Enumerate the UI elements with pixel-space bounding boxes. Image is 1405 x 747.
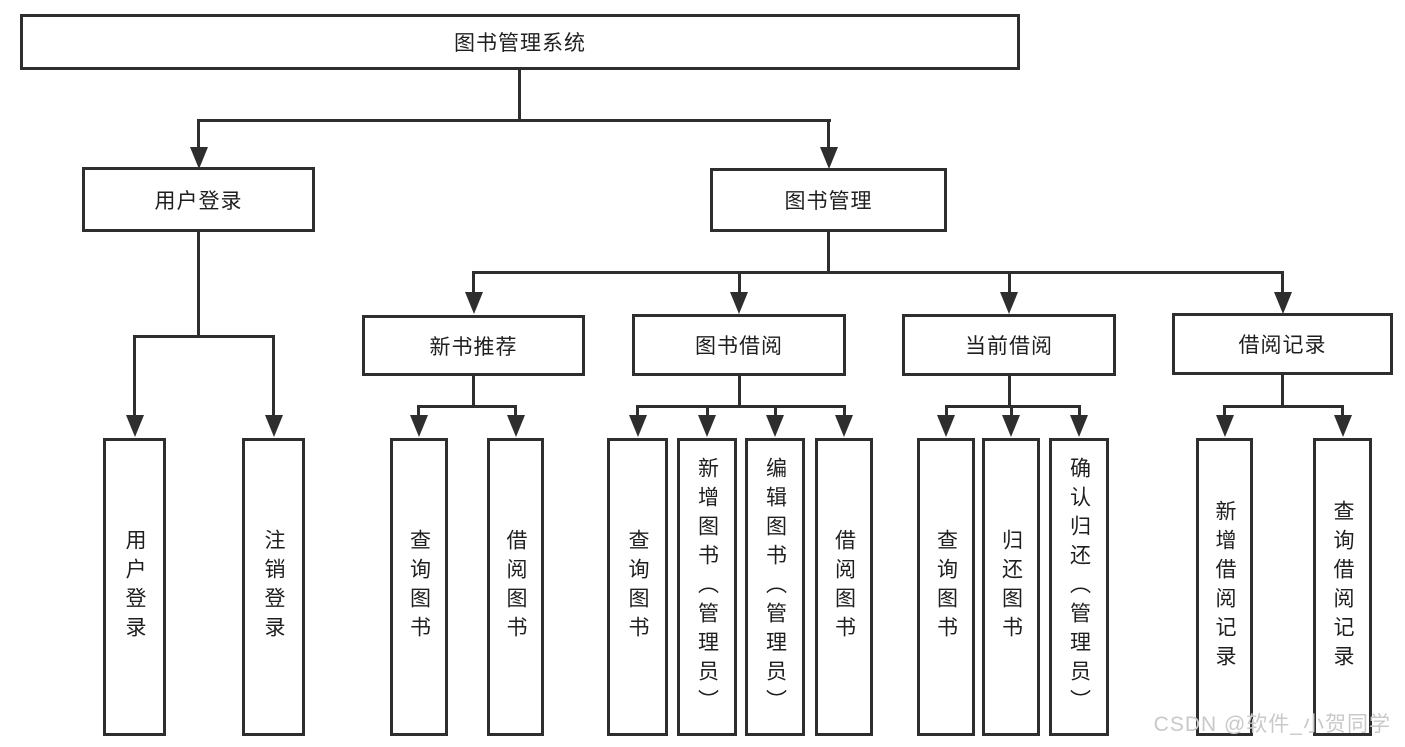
arrowhead-icon xyxy=(1070,415,1088,437)
node-current-borrowing: 当前借阅 xyxy=(902,314,1116,376)
leaf-label: 借阅图书 xyxy=(504,529,527,645)
leaf-label: 确认归还（管理员） xyxy=(1067,456,1091,718)
leaf-query-books-newbook: 查询图书 xyxy=(390,438,448,736)
connector xyxy=(827,231,830,274)
leaf-query-books-current: 查询图书 xyxy=(917,438,975,736)
leaf-label: 查询图书 xyxy=(934,529,958,645)
arrowhead-icon xyxy=(1334,415,1352,437)
leaf-label: 编辑图书（管理员） xyxy=(763,456,787,718)
connector xyxy=(1223,405,1344,408)
node-borrowing-records: 借阅记录 xyxy=(1172,313,1393,375)
connector xyxy=(1010,405,1013,415)
connector xyxy=(197,231,200,338)
node-new-book-recommendation: 新书推荐 xyxy=(362,315,585,376)
leaf-label: 新增图书（管理员） xyxy=(695,456,719,718)
arrowhead-icon xyxy=(1000,292,1018,314)
leaf-edit-books-admin: 编辑图书（管理员） xyxy=(745,438,805,736)
node-label: 当前借阅 xyxy=(965,335,1053,358)
connector xyxy=(1008,271,1011,292)
leaf-query-borrow-record: 查询借阅记录 xyxy=(1313,438,1372,736)
leaf-borrow-books-newbook: 借阅图书 xyxy=(487,438,544,736)
arrowhead-icon xyxy=(1274,292,1292,314)
connector xyxy=(1281,374,1284,408)
leaf-confirm-return-admin: 确认归还（管理员） xyxy=(1049,438,1109,736)
connector xyxy=(518,69,521,122)
connector xyxy=(945,405,1081,408)
arrowhead-icon xyxy=(190,147,208,169)
arrowhead-icon xyxy=(126,415,144,437)
connector xyxy=(197,119,200,147)
arrowhead-icon xyxy=(766,415,784,437)
connector xyxy=(417,405,517,408)
node-book-borrowing: 图书借阅 xyxy=(632,314,846,376)
connector xyxy=(472,271,1284,274)
leaf-user-login: 用户登录 xyxy=(103,438,166,736)
leaf-label: 归还图书 xyxy=(999,529,1023,645)
leaf-label: 新增借阅记录 xyxy=(1213,500,1236,674)
node-label: 图书借阅 xyxy=(695,335,783,358)
arrowhead-icon xyxy=(1002,415,1020,437)
leaf-add-books-admin: 新增图书（管理员） xyxy=(677,438,737,736)
node-book-management: 图书管理 xyxy=(710,168,947,232)
node-library-management-system: 图书管理系统 xyxy=(20,14,1020,70)
connector xyxy=(272,335,275,415)
connector xyxy=(1281,271,1284,292)
leaf-label: 注销登录 xyxy=(262,529,285,645)
leaf-return-books: 归还图书 xyxy=(982,438,1040,736)
arrowhead-icon xyxy=(937,415,955,437)
arrowhead-icon xyxy=(410,415,428,437)
node-label: 用户登录 xyxy=(154,189,243,213)
connector xyxy=(774,405,777,415)
connector xyxy=(843,405,846,415)
arrowhead-icon xyxy=(265,415,283,437)
node-label: 新书推荐 xyxy=(429,335,518,359)
leaf-logout: 注销登录 xyxy=(242,438,305,736)
arrowhead-icon xyxy=(820,147,838,169)
connector xyxy=(1223,405,1226,415)
connector xyxy=(636,405,846,408)
leaf-borrow-books-borrowing: 借阅图书 xyxy=(815,438,873,736)
arrowhead-icon xyxy=(465,292,483,314)
arrowhead-icon xyxy=(730,292,748,314)
connector xyxy=(197,119,831,122)
connector xyxy=(738,271,741,292)
leaf-label: 查询图书 xyxy=(626,529,649,645)
leaf-label: 查询借阅记录 xyxy=(1331,500,1354,674)
arrowhead-icon xyxy=(1216,415,1234,437)
arrowhead-icon xyxy=(629,415,647,437)
node-label: 图书管理系统 xyxy=(454,32,586,55)
connector xyxy=(1341,405,1344,415)
connector xyxy=(1008,375,1011,408)
leaf-label: 借阅图书 xyxy=(832,529,856,645)
connector xyxy=(706,405,709,415)
node-user-login: 用户登录 xyxy=(82,167,315,232)
leaf-label: 用户登录 xyxy=(123,529,146,645)
connector xyxy=(827,119,830,147)
connector xyxy=(945,405,948,415)
connector xyxy=(417,405,420,415)
connector xyxy=(1078,405,1081,415)
arrowhead-icon xyxy=(835,415,853,437)
leaf-query-books-borrowing: 查询图书 xyxy=(607,438,668,736)
leaf-label: 查询图书 xyxy=(407,529,431,645)
leaf-add-borrow-record: 新增借阅记录 xyxy=(1196,438,1253,736)
connector xyxy=(514,405,517,415)
arrowhead-icon xyxy=(698,415,716,437)
connector xyxy=(472,375,475,408)
connector xyxy=(133,335,136,415)
arrowhead-icon xyxy=(507,415,525,437)
connector xyxy=(472,271,475,292)
node-label: 图书管理 xyxy=(784,190,873,213)
csdn-watermark: CSDN @软件_小贺同学 xyxy=(1153,713,1391,736)
connector xyxy=(738,375,741,408)
node-label: 借阅记录 xyxy=(1238,334,1327,357)
connector xyxy=(636,405,639,415)
connector xyxy=(133,335,275,338)
